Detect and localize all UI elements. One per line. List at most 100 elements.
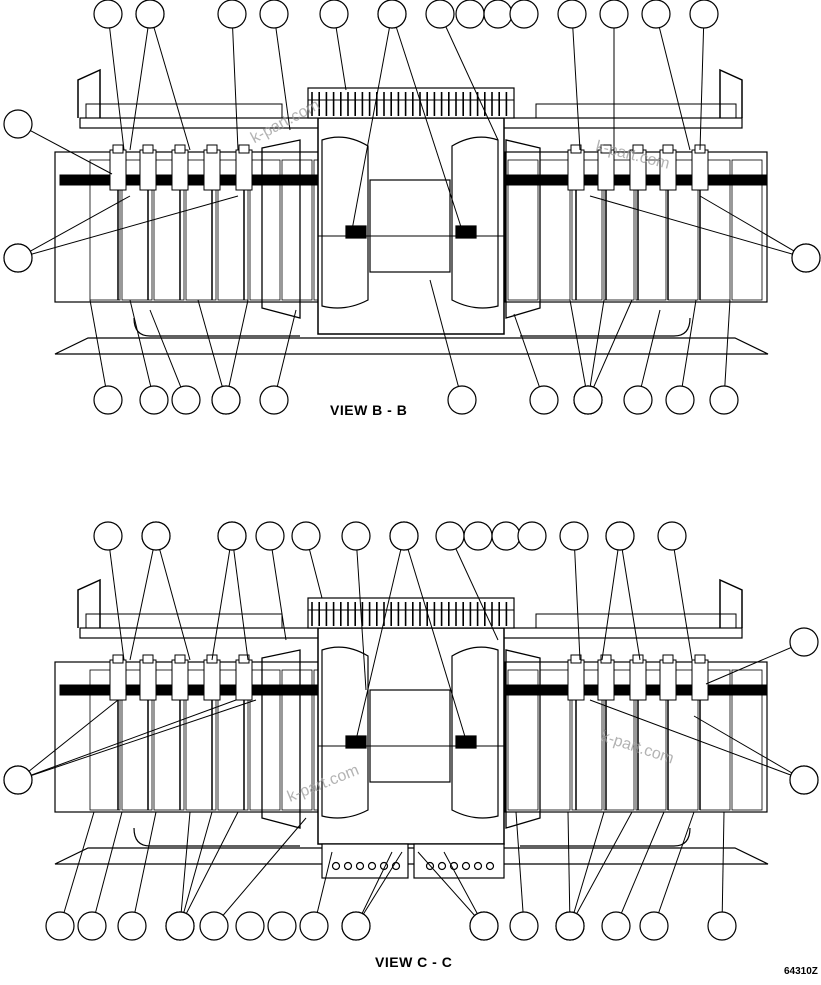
fan-wheel-left <box>321 136 369 309</box>
leader-line <box>231 13 239 151</box>
leader-line <box>569 811 605 927</box>
leader-line <box>17 699 119 781</box>
terminal-cap <box>694 654 706 664</box>
leader-line <box>671 535 693 661</box>
leader-line <box>439 13 499 141</box>
callout-balloon <box>559 521 589 551</box>
leader-line <box>269 535 287 641</box>
leader-line <box>573 535 581 661</box>
shroud-right <box>505 139 541 319</box>
callout-balloon <box>171 385 201 415</box>
callout-balloon <box>435 521 465 551</box>
fan-wheel-right <box>451 646 499 819</box>
callout-balloon <box>447 385 477 415</box>
leader-line <box>351 13 393 231</box>
callout-balloon <box>641 0 671 29</box>
terminal-stud <box>171 149 189 191</box>
callout-balloon <box>509 0 539 29</box>
callout-balloon <box>605 521 635 551</box>
leader-line <box>653 811 695 927</box>
callout-balloon <box>199 911 229 941</box>
callout-balloon <box>707 911 737 941</box>
terminal-stud <box>691 149 709 191</box>
leader-line <box>179 811 191 927</box>
leader-line <box>615 811 665 927</box>
lifting-lug <box>719 68 743 118</box>
leader-line <box>273 13 291 131</box>
terminal-stud <box>203 149 221 191</box>
callout-balloon <box>509 911 539 941</box>
callout-balloon <box>259 0 289 29</box>
terminal-stud <box>691 659 709 701</box>
callout-balloon <box>3 765 33 795</box>
leader-line <box>515 811 525 927</box>
callout-balloon <box>45 911 75 941</box>
terminal-cap <box>142 654 154 664</box>
terminal-lug <box>331 861 341 871</box>
terminal-stud <box>139 149 157 191</box>
figure-number: 64310Z <box>784 966 818 977</box>
heater-panel <box>185 669 217 811</box>
callout-balloon <box>135 0 165 29</box>
callout-balloon <box>211 385 241 415</box>
leader-line <box>569 299 589 401</box>
callout-balloon <box>689 0 719 29</box>
leader-line <box>699 13 705 151</box>
heater-panel <box>217 159 249 301</box>
leader-line <box>655 13 691 151</box>
heater-panel <box>153 159 185 301</box>
cable-loop <box>133 317 300 337</box>
callout-balloon <box>389 521 419 551</box>
callout-balloon <box>529 385 559 415</box>
callout-balloon <box>469 911 499 941</box>
leader-line <box>569 811 633 927</box>
top-cover <box>85 613 283 629</box>
leader-line <box>601 535 621 661</box>
leader-line <box>231 535 249 661</box>
leader-line <box>107 535 125 661</box>
terminal-box <box>321 843 409 879</box>
leader-line <box>131 811 157 927</box>
terminal-cap <box>632 144 644 154</box>
heater-panel <box>89 159 121 301</box>
callout-balloon <box>425 0 455 29</box>
leader-line <box>567 811 571 927</box>
top-cover <box>85 103 283 119</box>
callout-balloon <box>319 0 349 29</box>
terminal-stud <box>235 659 253 701</box>
terminal-lug <box>473 861 483 871</box>
terminal-cap <box>600 144 612 154</box>
heater-panel <box>249 669 281 811</box>
leader-line <box>129 299 155 401</box>
lifting-lug <box>77 68 101 118</box>
leader-line <box>513 313 545 401</box>
heater-panel <box>121 159 153 301</box>
leader-line <box>155 535 191 661</box>
terminal-cap <box>174 144 186 154</box>
callout-balloon <box>117 911 147 941</box>
callout-balloon <box>165 911 195 941</box>
view-b-label: VIEW B - B <box>330 402 408 418</box>
callout-balloon <box>217 521 247 551</box>
terminal-box <box>413 843 505 879</box>
leader-line <box>213 817 307 927</box>
terminal-stud <box>629 659 647 701</box>
callout-balloon <box>657 521 687 551</box>
leader-line <box>449 535 499 641</box>
terminal-cap <box>174 654 186 664</box>
callout-balloon <box>791 243 821 273</box>
callout-balloon <box>77 911 107 941</box>
blower-motor <box>369 689 451 783</box>
callout-balloon <box>3 109 33 139</box>
callout-balloon <box>299 911 329 941</box>
callout-balloon <box>491 521 521 551</box>
callout-balloon <box>789 765 819 795</box>
callout-balloon <box>517 521 547 551</box>
heater-panel <box>507 159 539 301</box>
terminal-cap <box>238 654 250 664</box>
leader-line <box>705 641 805 685</box>
lifting-lug <box>719 578 743 628</box>
terminal-lug <box>367 861 377 871</box>
